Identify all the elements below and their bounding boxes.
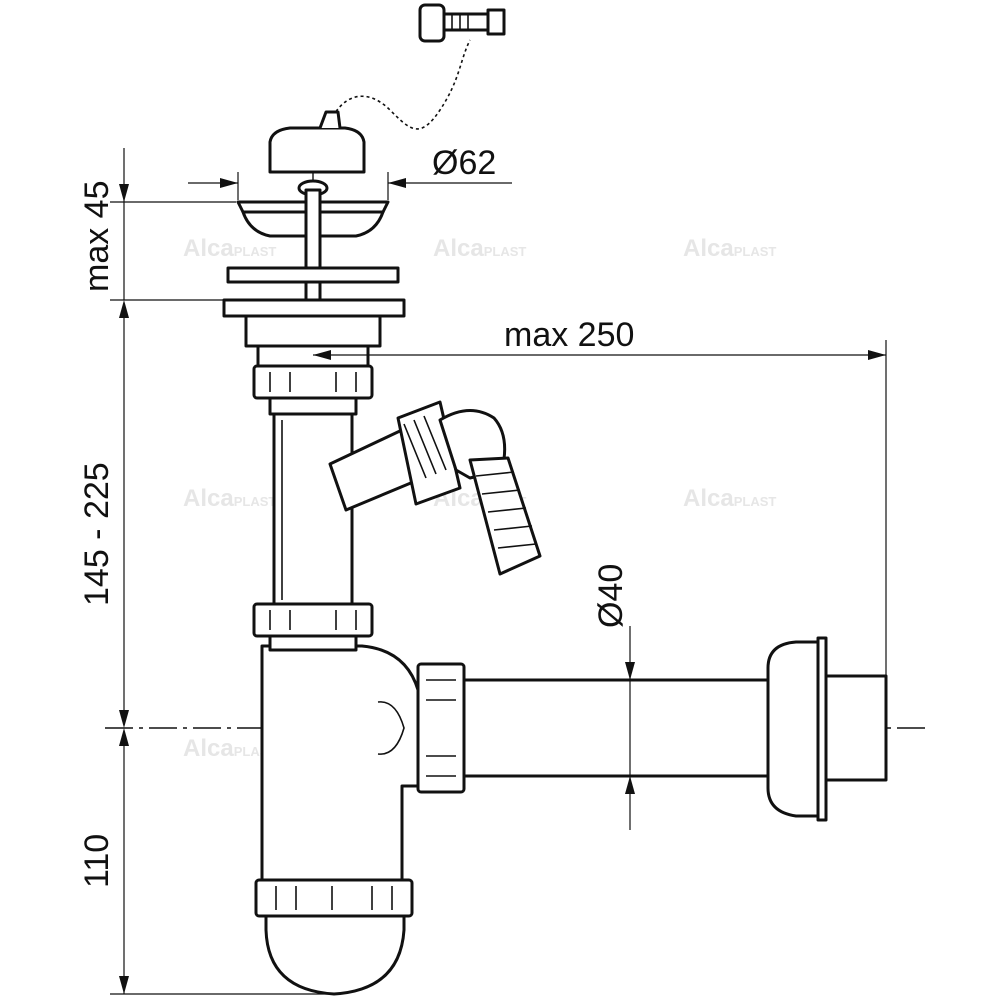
dimension-diameter-40: Ø40 (592, 564, 635, 830)
dim-label-110: 110 (78, 834, 116, 888)
bolt-head (418, 3, 446, 43)
plug-ring (318, 110, 342, 129)
rubber-plug (268, 126, 366, 174)
outlet-nut (416, 662, 466, 794)
dim-label-max-45: max 45 (78, 181, 116, 293)
dim-label-diameter-40: Ø40 (592, 564, 630, 628)
wall-rosette (766, 640, 824, 818)
outlet-pipe (462, 678, 770, 778)
bolt-shaft (442, 12, 490, 32)
vertical-inlet-pipe (272, 412, 354, 608)
bolt-nut (486, 8, 506, 36)
trap-body (260, 644, 420, 882)
dim-label-diameter-62: Ø62 (432, 144, 496, 182)
upper-nut (252, 364, 374, 400)
watermark: AlcaPLAST (183, 235, 276, 262)
upper-washer (226, 266, 400, 284)
dimension-110: 110 (78, 728, 334, 995)
bottom-nut (254, 878, 414, 918)
plug-chain (329, 3, 506, 130)
watermark: AlcaPLAST (683, 485, 776, 512)
watermark: AlcaPLAST (433, 235, 526, 262)
dimension-diameter-62: Ø62 (188, 144, 512, 200)
dim-label-max-250: max 250 (504, 316, 634, 354)
dim-label-145-225: 145 - 225 (78, 462, 116, 606)
dimension-max-250: max 250 (313, 316, 887, 676)
watermark: AlcaPLAST (683, 235, 776, 262)
trap-cup (264, 914, 406, 996)
flange-body (244, 314, 382, 348)
washing-machine-hose-connector (328, 400, 542, 576)
middle-nut (252, 602, 374, 638)
watermark: AlcaPLAST (183, 485, 276, 512)
dimension-max-45: max 45 (78, 148, 236, 318)
wall-connector (824, 674, 888, 782)
lower-washer (222, 298, 406, 318)
dimension-145-225: 145 - 225 (78, 318, 129, 728)
